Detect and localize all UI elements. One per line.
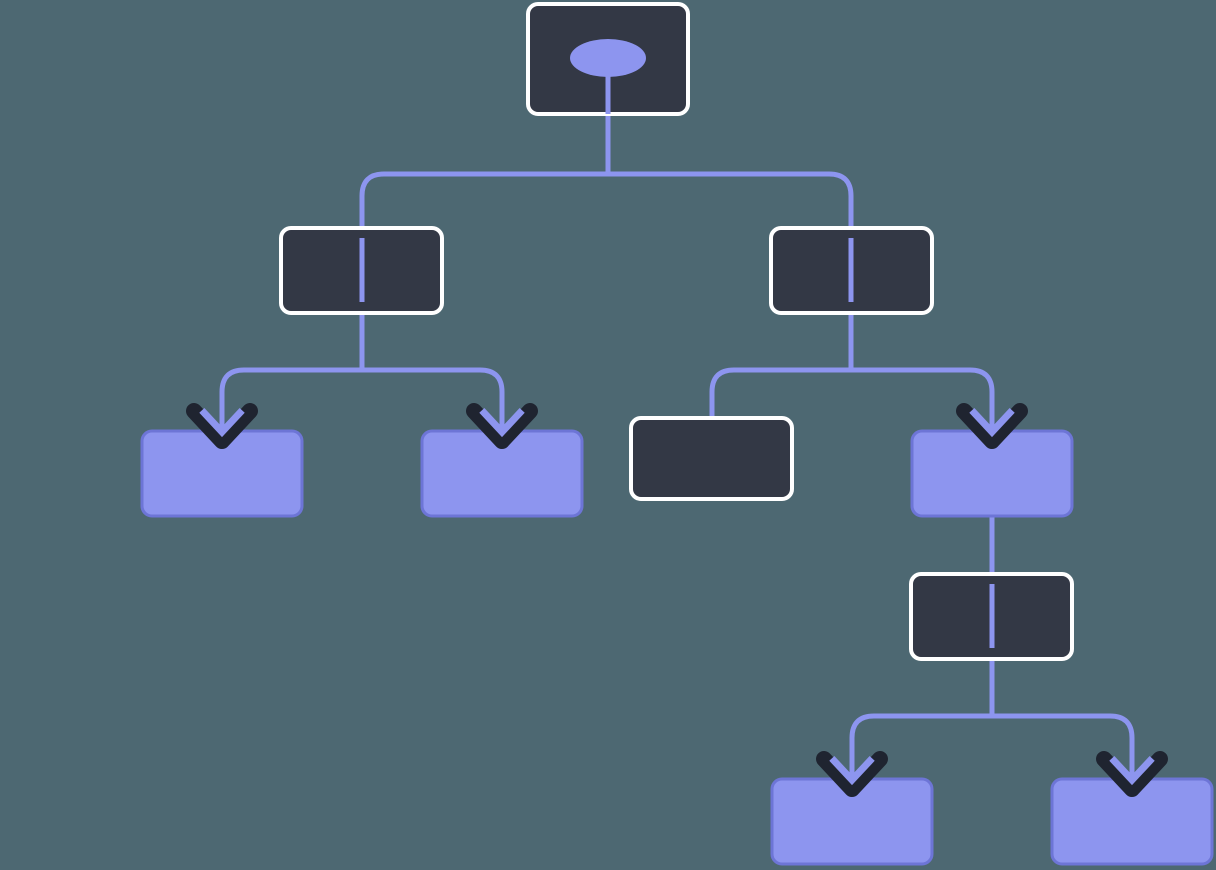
root-node[interactable] <box>526 2 690 116</box>
connector-l2left-to-leaf-b <box>362 367 505 431</box>
level4-dark-node[interactable] <box>909 572 1074 661</box>
level2-left-node[interactable] <box>279 226 444 315</box>
connector-l4dark-to-leaf-c <box>849 713 992 779</box>
connector-l4dark-to-leaf-d-arrowhead <box>1109 756 1155 786</box>
connector-l4dark-to-leaf-d-arrowhead-shadow <box>1096 751 1168 797</box>
node-layer <box>140 2 1214 866</box>
connector-root-to-l2-left <box>359 171 608 228</box>
dark-terminal-node-box[interactable] <box>629 416 794 501</box>
arrow-layer <box>186 403 1168 797</box>
connector-l2left-to-leaf-b-arrowhead-shadow <box>466 403 538 449</box>
connector-root-to-l2-right <box>608 171 854 228</box>
connector-l4dark-to-leaf-c-arrowhead <box>829 756 875 786</box>
connector-l2right-to-branch-node <box>851 367 995 431</box>
level2-right-node[interactable] <box>769 226 934 315</box>
connector-l2right-to-branch-node-arrowhead-shadow <box>956 403 1028 449</box>
connector-layer <box>219 114 1135 779</box>
connector-l2right-to-branch-node-arrowhead <box>969 408 1015 438</box>
connector-l2left-to-leaf-a-arrowhead <box>199 408 245 438</box>
connector-l2right-to-dark-leaf <box>709 367 851 418</box>
connector-l4dark-to-leaf-d <box>992 713 1135 779</box>
connector-l2left-to-leaf-b-arrowhead <box>479 408 525 438</box>
connector-l2left-to-leaf-a-arrowhead-shadow <box>186 403 258 449</box>
root-node-pill-badge[interactable] <box>570 39 646 77</box>
dark-terminal-node[interactable] <box>629 416 794 501</box>
connector-l2left-to-leaf-a <box>219 367 362 431</box>
connector-l4dark-to-leaf-c-arrowhead-shadow <box>816 751 888 797</box>
